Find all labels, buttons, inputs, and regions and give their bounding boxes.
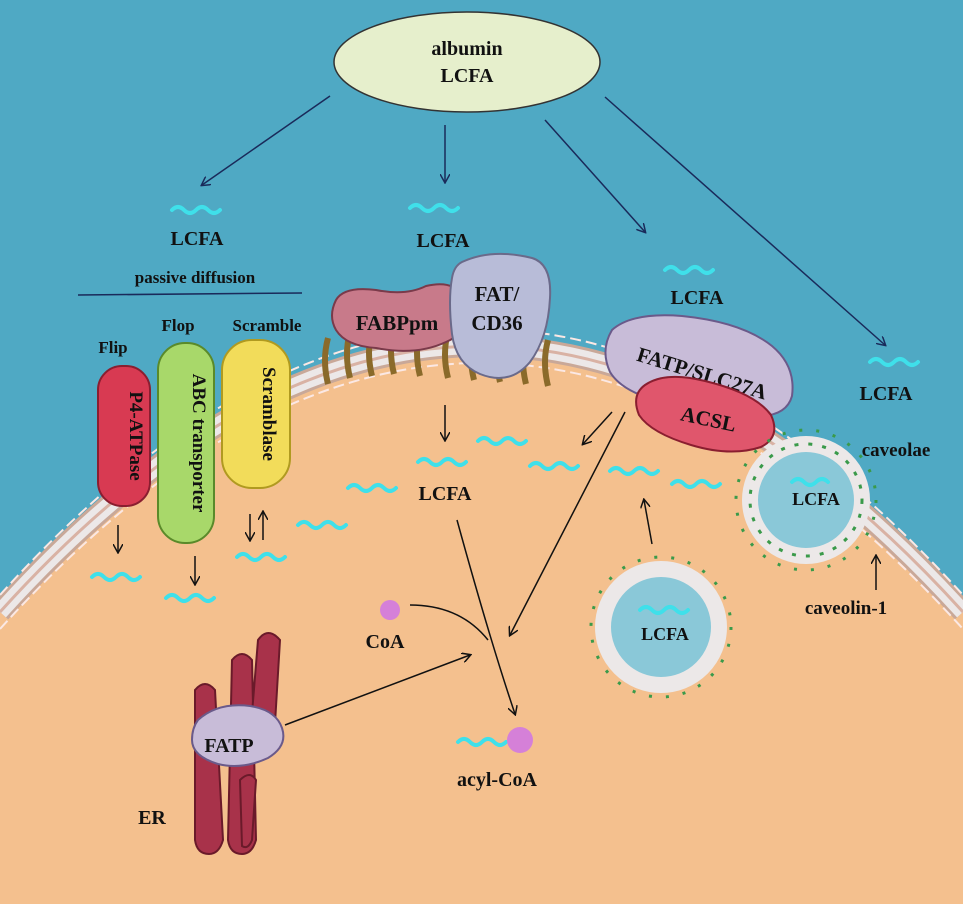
- cytoplasm-arrows: [284, 405, 626, 726]
- caveolin-label: caveolin-1: [805, 598, 887, 619]
- lcfa-wave-fatp: [663, 265, 715, 275]
- acyl-coa-label: acyl-CoA: [457, 769, 538, 791]
- arrow-to-diffusion: [202, 95, 331, 185]
- lcfa-diffusion-label: LCFA: [171, 228, 225, 250]
- caveolae-label: caveolae: [862, 440, 931, 461]
- fat-cd36-protein: FAT/ CD36: [449, 252, 552, 379]
- albumin-lcfa-label: LCFA: [441, 65, 495, 87]
- lcfa-wave-caveolae: [868, 357, 920, 367]
- p4-atpase-protein: P4-ATPase: [97, 365, 151, 507]
- albumin-ellipse: [333, 11, 601, 113]
- abc-transporter-protein: ABC transporter: [157, 342, 215, 544]
- lcfa-fat-label: LCFA: [417, 230, 471, 252]
- passive-diffusion-label: passive diffusion: [135, 268, 256, 287]
- fat-cd36-label-line2: CD36: [471, 311, 522, 335]
- scramblase-protein: Scramblase: [221, 339, 291, 489]
- fabppm-label: FABPpm: [356, 311, 439, 335]
- lcfa-fatp-label: LCFA: [671, 287, 725, 309]
- albumin-label: albumin: [431, 38, 502, 60]
- arrow-to-fatp: [544, 119, 645, 232]
- lcfa-wave-fat: [408, 203, 460, 213]
- vesicle-release-arrow: [644, 500, 653, 545]
- passive-diffusion-underline: [77, 292, 303, 296]
- coa-molecule: [380, 600, 400, 620]
- er-fatp-protein: [190, 704, 285, 767]
- flippase-arrows: [118, 512, 263, 584]
- acsl-protein: ACSL: [635, 375, 776, 453]
- fat-cd36-label-line1: FAT/: [475, 282, 521, 306]
- acyl-coa-molecule: [456, 727, 533, 753]
- abc-transporter-label: ABC transporter: [188, 374, 209, 513]
- lcfa-wave-diffusion: [170, 205, 222, 215]
- lcfa-waves-in: [90, 436, 722, 603]
- caveola-structure: [734, 428, 878, 572]
- scramble-label: Scramble: [233, 316, 302, 335]
- er-fatp-label: FATP: [204, 735, 253, 757]
- lcfa-caveolae-out-label: LCFA: [860, 383, 914, 405]
- flop-label: Flop: [161, 316, 194, 335]
- arrow-to-caveolae: [604, 96, 885, 345]
- endocytic-vesicle: [589, 555, 733, 699]
- lcfa-cyto-label: LCFA: [419, 483, 473, 505]
- flip-label: Flip: [98, 338, 127, 357]
- lcfa-waves-out: [170, 203, 920, 367]
- er-label: ER: [138, 807, 166, 829]
- p4-atpase-label: P4-ATPase: [125, 391, 146, 480]
- coa-label: CoA: [366, 631, 405, 653]
- lcfa-vesicle-label: LCFA: [641, 624, 689, 644]
- scramblase-label: Scramblase: [258, 367, 279, 461]
- lcfa-caveola-label: LCFA: [792, 489, 840, 509]
- albumin-arrows: [202, 95, 885, 345]
